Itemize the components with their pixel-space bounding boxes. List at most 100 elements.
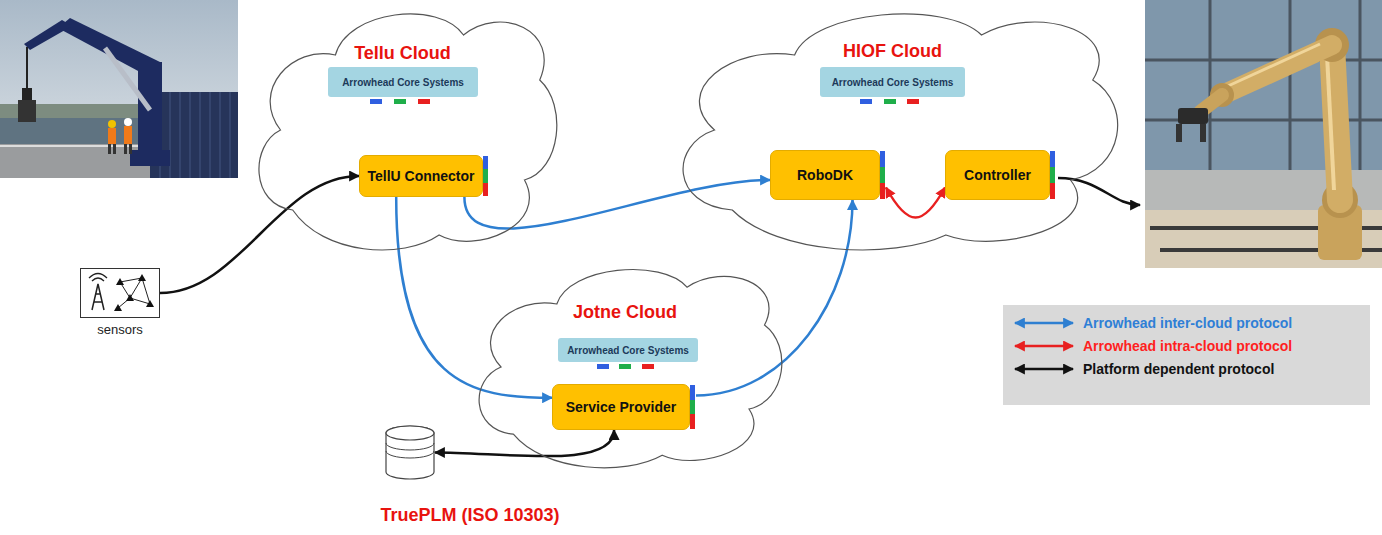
database-symbol-part bbox=[386, 426, 434, 479]
legend-row: Arrowhead inter-cloud protocol bbox=[1003, 313, 1370, 333]
crane-photo-part bbox=[108, 128, 116, 144]
system-box: RoboDK bbox=[770, 150, 880, 200]
cloud-region: HIOF CloudArrowhead Core SystemsRoboDK Co… bbox=[670, 5, 1115, 255]
robot-photo bbox=[1145, 0, 1382, 268]
system-box: TellU Connector bbox=[359, 155, 483, 197]
crane-photo-part bbox=[160, 92, 230, 178]
sensor-symbol-part bbox=[114, 304, 122, 311]
robot-photo-part bbox=[1176, 124, 1182, 142]
sensor-symbol-part bbox=[89, 274, 107, 282]
cloud-title: HIOF Cloud bbox=[670, 41, 1115, 62]
robot-photo-part bbox=[1145, 0, 1382, 268]
system-box: Service Provider bbox=[552, 384, 690, 430]
cloud-title: Jotne Cloud bbox=[470, 302, 780, 323]
port-square bbox=[370, 99, 382, 104]
crane-photo bbox=[0, 0, 238, 178]
robot-photo-part bbox=[1178, 108, 1208, 124]
legend-row: Platform dependent protocol bbox=[1003, 359, 1370, 379]
connector bbox=[464, 180, 770, 229]
port-strip bbox=[1050, 167, 1055, 183]
legend-text: Arrowhead intra-cloud protocol bbox=[1083, 336, 1292, 356]
port-strip bbox=[483, 169, 488, 182]
port-strip bbox=[483, 183, 488, 196]
sensor-symbol bbox=[80, 268, 160, 318]
robot-photo-part bbox=[1327, 55, 1334, 190]
port-square bbox=[394, 99, 406, 104]
port-square bbox=[619, 364, 631, 369]
sensor-symbol-part bbox=[118, 278, 150, 308]
core-systems-box: Arrowhead Core Systems bbox=[558, 338, 698, 362]
database-symbol-part bbox=[386, 426, 434, 440]
port-square bbox=[907, 99, 919, 104]
port-strip bbox=[880, 167, 885, 183]
crane-photo-part bbox=[105, 48, 150, 110]
legend-line-sample bbox=[1011, 336, 1077, 356]
core-systems-label: Arrowhead Core Systems bbox=[342, 77, 464, 88]
core-systems-box: Arrowhead Core Systems bbox=[820, 67, 965, 97]
sensor-symbol-part bbox=[138, 274, 146, 281]
port-square bbox=[597, 364, 609, 369]
robot-photo-part bbox=[1222, 45, 1332, 95]
port-strip bbox=[690, 400, 695, 415]
cloud-outline bbox=[250, 5, 555, 255]
crane-photo-part bbox=[113, 144, 116, 154]
core-systems-box: Arrowhead Core Systems bbox=[328, 67, 478, 97]
connector bbox=[886, 188, 945, 218]
sensor-symbol-part bbox=[126, 294, 134, 301]
sensor-symbol-part bbox=[116, 278, 124, 285]
crane-photo-part bbox=[0, 0, 238, 178]
crane-photo-part bbox=[22, 88, 32, 102]
sensor-label: sensors bbox=[80, 322, 160, 337]
legend-text: Platform dependent protocol bbox=[1083, 359, 1274, 379]
connector bbox=[435, 430, 614, 456]
legend-line-sample bbox=[1011, 313, 1077, 333]
sensor-symbol-part bbox=[146, 300, 154, 307]
crane-photo-part bbox=[108, 120, 116, 128]
cloud-title: Tellu Cloud bbox=[250, 43, 555, 64]
legend-arrow bbox=[1015, 368, 1073, 371]
crane-photo-part bbox=[108, 144, 111, 154]
legend-arrow bbox=[1015, 345, 1073, 348]
robot-photo-part bbox=[1200, 124, 1206, 142]
legend-row: Arrowhead intra-cloud protocol bbox=[1003, 336, 1370, 356]
port-strip bbox=[1050, 151, 1055, 167]
system-box: Controller bbox=[945, 150, 1050, 200]
port-square bbox=[418, 99, 430, 104]
crane-photo-part bbox=[26, 47, 28, 88]
crane-photo-part bbox=[58, 18, 160, 72]
sensor-symbol-part bbox=[92, 284, 104, 310]
system-label: Controller bbox=[964, 167, 1031, 183]
port-square bbox=[884, 99, 896, 104]
system-label: TellU Connector bbox=[367, 168, 474, 184]
port-strip bbox=[880, 183, 885, 199]
legend-line-sample bbox=[1011, 359, 1077, 379]
robot-photo-part bbox=[1228, 44, 1320, 86]
system-label: Service Provider bbox=[566, 399, 677, 415]
port-square bbox=[860, 99, 872, 104]
cloud-region: Jotne CloudArrowhead Core SystemsService… bbox=[470, 262, 780, 472]
port-square bbox=[642, 364, 654, 369]
database-cylinder: TruePLM (ISO 10303) bbox=[385, 425, 435, 480]
port-strip bbox=[1050, 183, 1055, 199]
connector bbox=[396, 197, 552, 398]
legend-box: Arrowhead inter-cloud protocolArrowhead … bbox=[1003, 305, 1370, 405]
port-strip bbox=[690, 414, 695, 429]
crane-photo-part bbox=[0, 145, 150, 147]
connector bbox=[696, 200, 853, 396]
core-systems-label: Arrowhead Core Systems bbox=[567, 345, 689, 356]
crane-photo-part bbox=[124, 118, 132, 126]
crane-photo-part bbox=[124, 126, 132, 144]
database-symbol-part bbox=[386, 443, 434, 458]
system-label: RoboDK bbox=[797, 167, 853, 183]
crane-photo-part bbox=[138, 62, 162, 162]
sensor-icon: sensors bbox=[80, 268, 160, 318]
crane-photo-part bbox=[129, 144, 132, 154]
database-label: TruePLM (ISO 10303) bbox=[380, 505, 559, 526]
crane-photo-part bbox=[130, 150, 170, 166]
port-strip bbox=[690, 385, 695, 400]
legend-text: Arrowhead inter-cloud protocol bbox=[1083, 313, 1292, 333]
legend-arrow bbox=[1015, 322, 1073, 325]
